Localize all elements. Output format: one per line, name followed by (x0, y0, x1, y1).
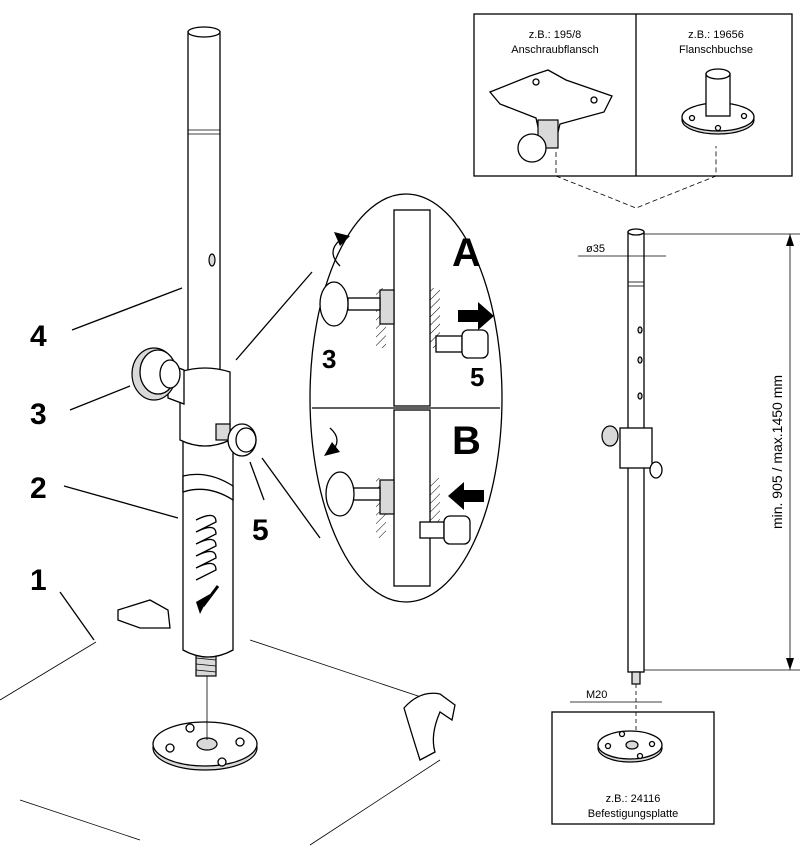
panel-b-label: B (452, 419, 481, 463)
mounting-plate-icon (597, 730, 663, 763)
panel-a-label: A (452, 231, 481, 275)
callout-2: 2 (30, 472, 47, 505)
base-plate-code: z.B.: 24116 (606, 793, 661, 805)
speaker-cabinet (0, 599, 456, 846)
accessory-right-name: Flanschbuchse (679, 44, 753, 56)
accessory-left-name: Anschraubflansch (511, 44, 598, 56)
panel-a-pin-number: 5 (470, 362, 484, 392)
callout-5: 5 (252, 514, 269, 547)
detail-panel-a: A 3 5 (319, 209, 494, 407)
diameter-label: ø35 (586, 243, 605, 255)
thread-label: M20 (586, 689, 607, 701)
base-plate-box: z.B.: 24116 Befestigungsplatte (551, 711, 715, 825)
upper-tube (187, 26, 221, 393)
dimensioned-stand: ø35 M20 min. 905 / max.1450 mm (570, 228, 800, 736)
main-assembly: 4 3 2 1 5 (0, 26, 456, 846)
panel-a-knob-number: 3 (322, 344, 336, 374)
accessory-right-code: z.B.: 19656 (688, 29, 744, 41)
accessory-left-code: z.B.: 195/8 (529, 29, 582, 41)
clamp-knob (131, 347, 181, 401)
screw-flange-icon (488, 69, 613, 163)
lower-tube (182, 439, 234, 658)
length-label: min. 905 / max.1450 mm (769, 375, 785, 529)
flange-socket-icon (681, 68, 755, 135)
base-plate-name: Befestigungsplatte (588, 808, 679, 820)
callout-1: 1 (30, 564, 47, 597)
detail-magnifier: A 3 5 B (309, 193, 503, 603)
detail-panel-b: B (324, 409, 484, 587)
callout-3: 3 (30, 398, 47, 431)
mounting-plate-left (152, 721, 258, 771)
locking-pin (215, 423, 257, 457)
accessories-box: z.B.: 195/8 Anschraubflansch z.B.: 19656… (473, 13, 793, 209)
leader-lines (59, 271, 321, 641)
callout-4: 4 (30, 320, 47, 353)
